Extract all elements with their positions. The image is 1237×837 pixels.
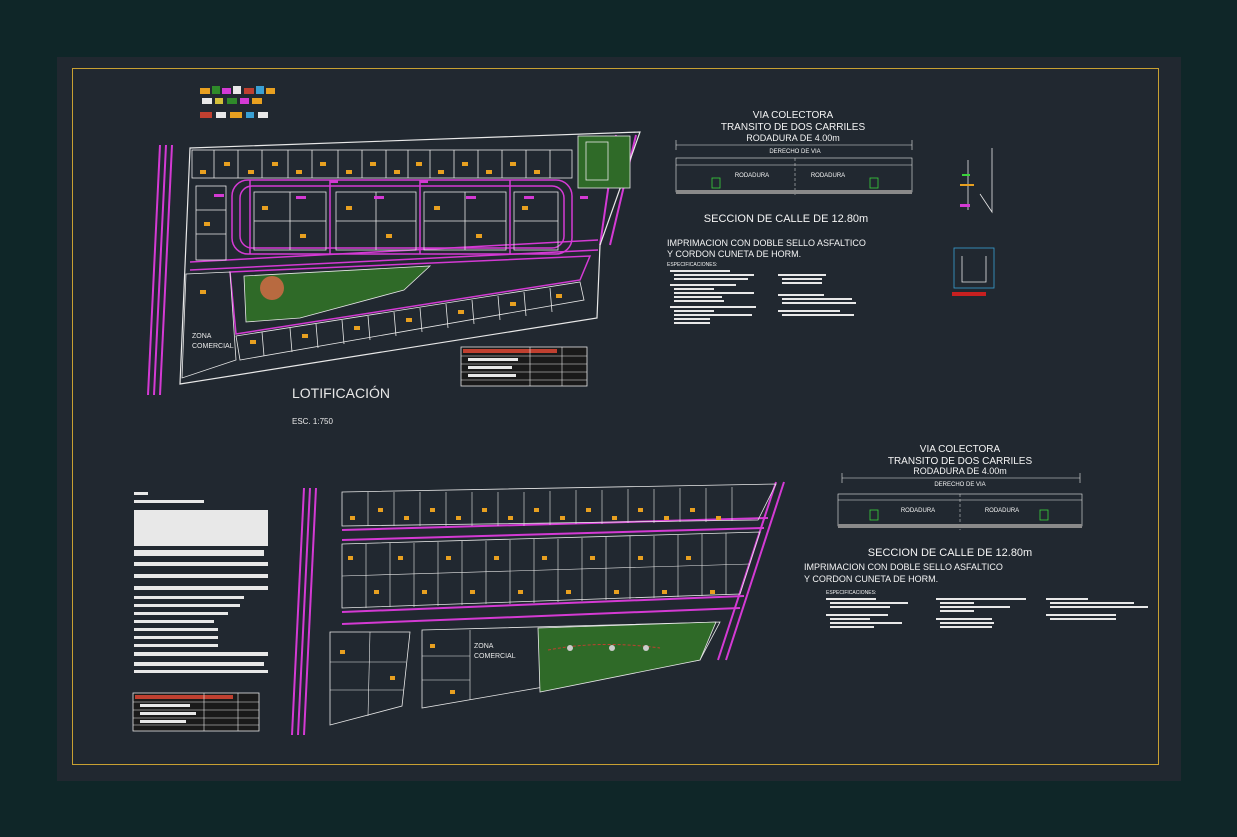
zone-label-bottom-2: COMERCIAL: [474, 653, 516, 660]
lots-inner-blocks: [195, 185, 559, 261]
section-bottom-title: SECCION DE CALLE DE 12.80m: [868, 547, 1032, 559]
section-bottom-line2: TRANSITO DE DOS CARRILES: [888, 456, 1033, 467]
section-top-rodadura-a: RODADURA: [735, 173, 769, 179]
section-top-specs: ESPECIFICACIONES:: [667, 262, 717, 268]
road-section-top: VIA COLECTORA TRANSITO DE DOS CARRILES R…: [667, 110, 995, 324]
plan-scale: ESC. 1:750: [292, 417, 333, 426]
lot-markers-bottom: [340, 508, 721, 694]
road-section-bottom: VIA COLECTORA TRANSITO DE DOS CARRILES R…: [804, 444, 1148, 628]
zone-label-top-2: COMERCIAL: [192, 343, 234, 350]
top-site-plan: ZONA COMERCIAL LOTIFICACIÓN ESC. 1:750: [147, 86, 641, 426]
lots-lower-row: [181, 271, 585, 379]
section-top-line3: RODADURA DE 4.00m: [746, 133, 840, 143]
zone-label-top-1: ZONA: [192, 333, 212, 340]
area-table-bottom: [132, 692, 260, 732]
specs-text-top: [670, 270, 856, 324]
section-top-rodadura-b: RODADURA: [811, 173, 845, 179]
section-bottom-note2: Y CORDON CUNETA DE HORM.: [804, 574, 938, 584]
lots-top-row: [191, 149, 573, 179]
notes-block-left: [134, 492, 268, 673]
section-top-line2: TRANSITO DE DOS CARRILES: [721, 122, 866, 133]
specs-text-bottom: [826, 598, 1148, 628]
lot-markers-top: [200, 162, 562, 344]
curb-detail: [952, 148, 995, 296]
section-bottom-derecho: DERECHO DE VIA: [934, 482, 985, 488]
bottom-site-plan: ZONA COMERCIAL: [291, 481, 785, 736]
area-table-top: [460, 346, 588, 387]
section-top-note1: IMPRIMACION CON DOBLE SELLO ASFALTICO: [667, 238, 866, 248]
section-bottom-rodadura-a: RODADURA: [901, 508, 935, 514]
section-top-title: SECCION DE CALLE DE 12.80m: [704, 213, 868, 225]
section-bottom-line3: RODADURA DE 4.00m: [913, 466, 1007, 476]
section-top-line1: VIA COLECTORA: [753, 110, 834, 121]
lots-bottom-grid: [330, 487, 733, 717]
section-bottom-line1: VIA COLECTORA: [920, 444, 1001, 455]
section-bottom-specs: ESPECIFICACIONES:: [826, 590, 876, 596]
section-bottom-note1: IMPRIMACION CON DOBLE SELLO ASFALTICO: [804, 562, 1003, 572]
section-top-derecho: DERECHO DE VIA: [769, 149, 820, 155]
lot-tags-top: [214, 180, 588, 199]
section-top-note2: Y CORDON CUNETA DE HORM.: [667, 249, 801, 259]
zone-label-bottom-1: ZONA: [474, 643, 494, 650]
legend-icons: [200, 86, 275, 118]
section-bottom-rodadura-b: RODADURA: [985, 508, 1019, 514]
drawing-frame: [72, 68, 1159, 765]
plan-title: LOTIFICACIÓN: [292, 385, 390, 401]
